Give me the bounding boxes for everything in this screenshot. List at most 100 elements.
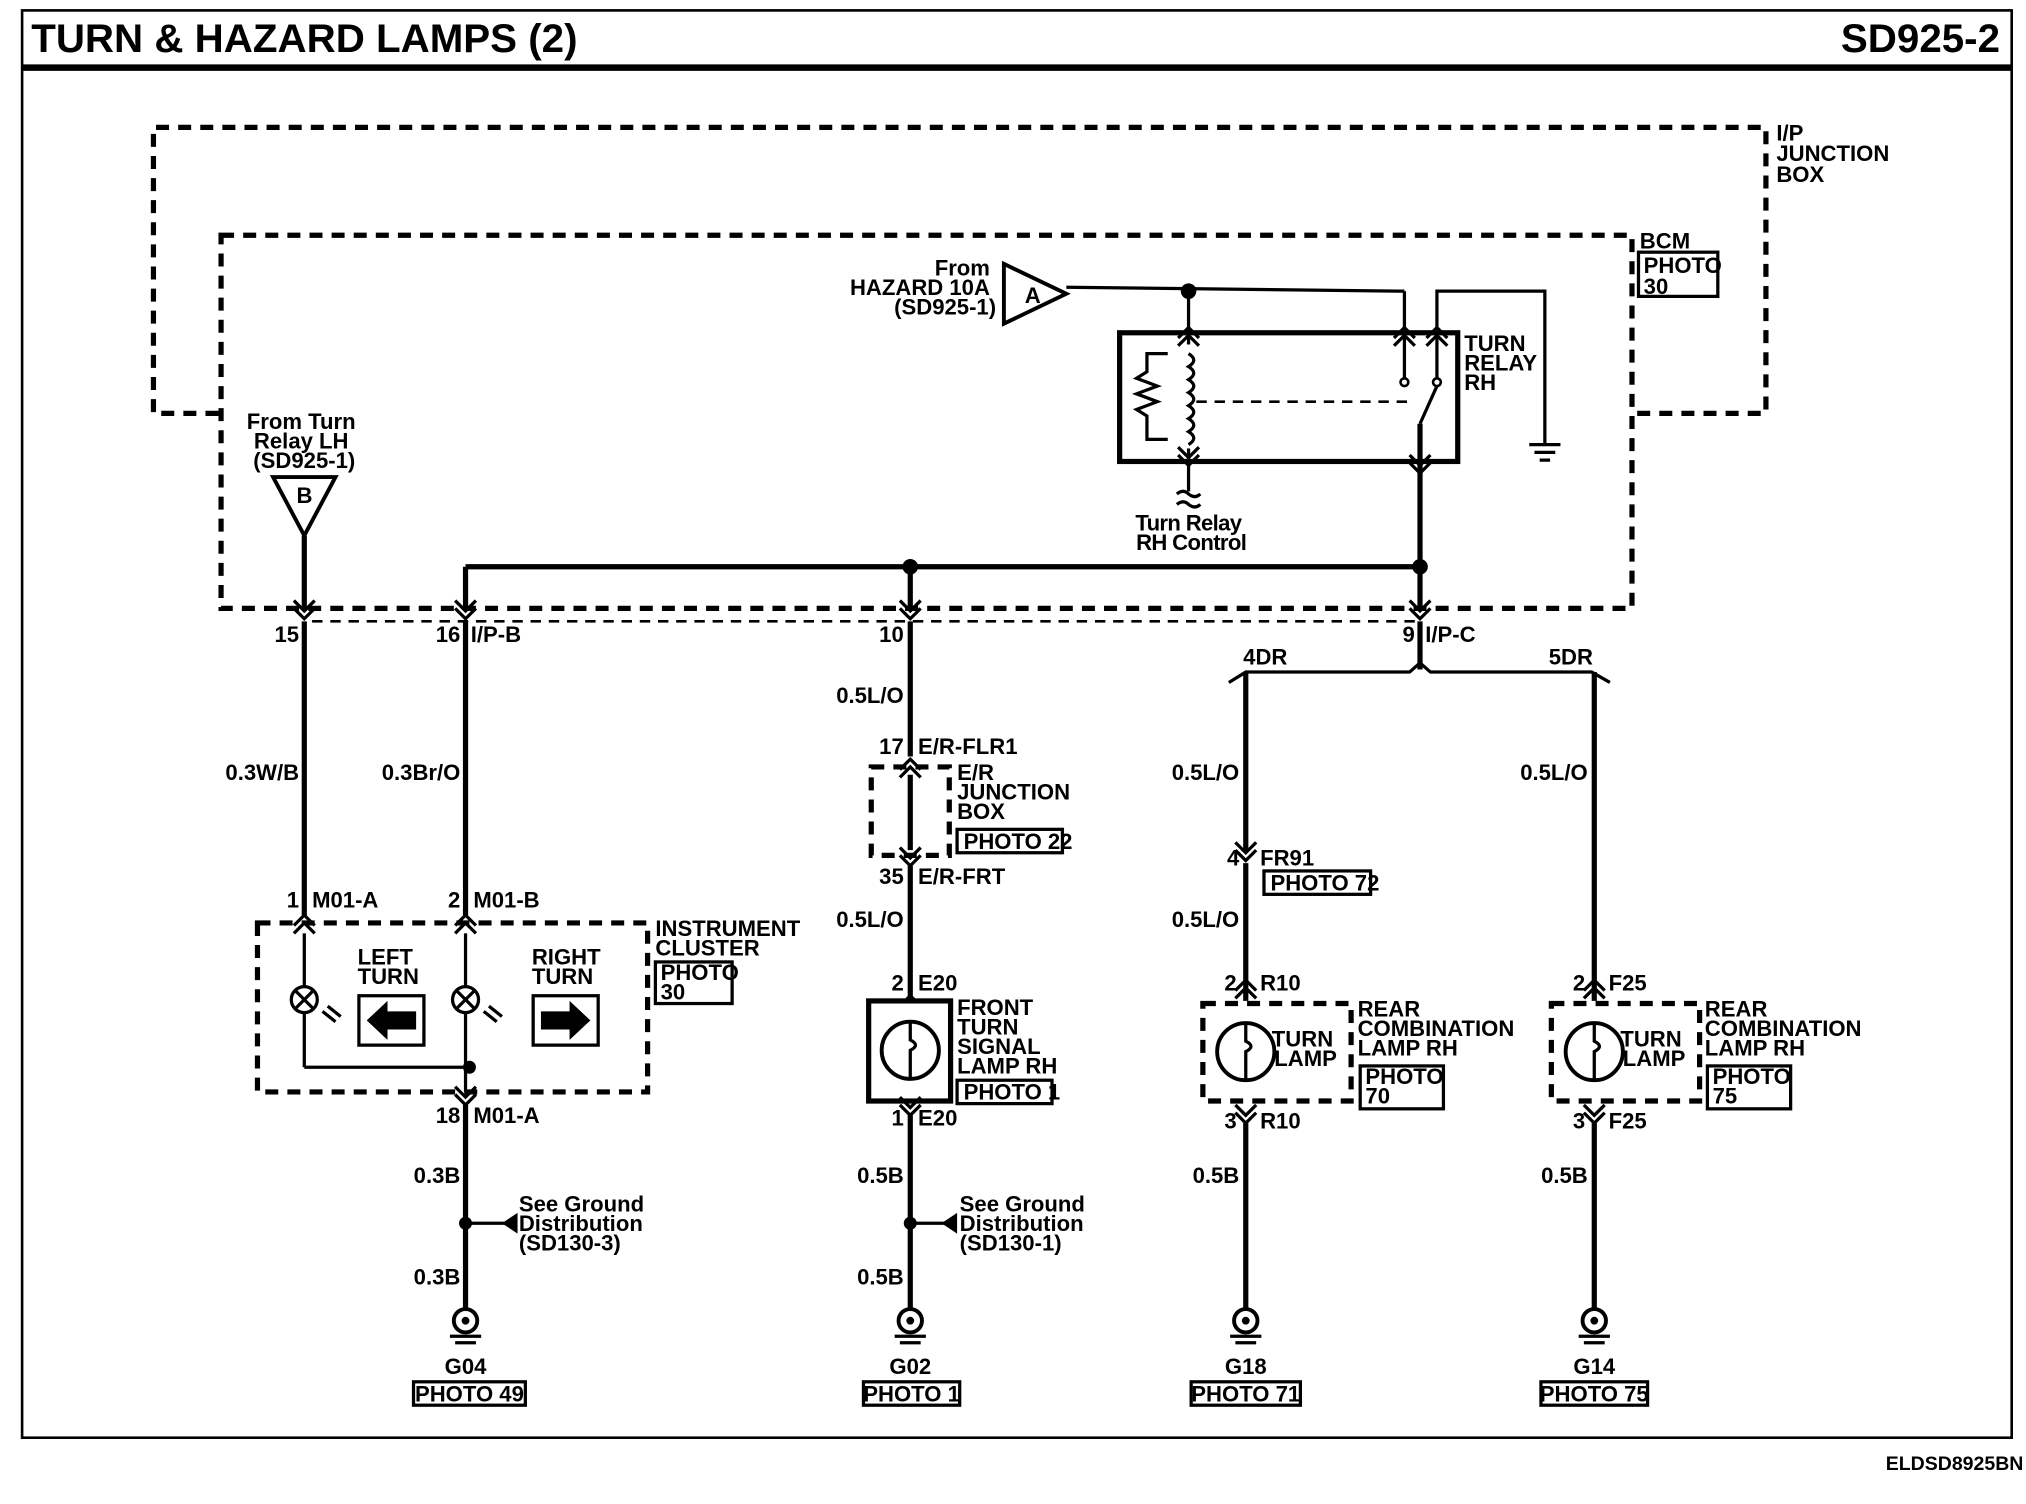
relay-coil	[1185, 352, 1196, 446]
ground-distribution-2: See Ground Distribution (SD130-1)	[960, 1192, 1091, 1256]
wire-label-g4: 0.5B	[1541, 1163, 1588, 1188]
wire-label-w5: 0.5L/O	[1520, 760, 1588, 785]
ground-g02-id: G02	[889, 1354, 931, 1379]
cluster-pin-1	[292, 912, 316, 935]
cluster-photo-box	[653, 960, 734, 1006]
ground-g02-photo: PHOTO 1	[863, 1381, 960, 1406]
relay-pin-bottom-right	[1408, 453, 1432, 476]
front-lamp-pin-1-connector: E20	[918, 1106, 957, 1131]
ground-g14-photo: PHOTO 75	[1540, 1381, 1649, 1406]
page-code: SD925-2	[1841, 16, 2000, 61]
wire-label-w4b: 0.5L/O	[1172, 907, 1240, 932]
fr91-photo-label: PHOTO 72	[1270, 870, 1379, 895]
rear-5dr-pin-2	[1582, 977, 1606, 1000]
connector-a-triangle	[1001, 260, 1071, 327]
ip-pin-15-label: 15	[275, 622, 300, 647]
bcm-photo-label: PHOTO 30	[1644, 253, 1728, 299]
rear-5dr-bulb-filament	[1592, 1023, 1602, 1081]
wire-label-g1a: 0.3B	[414, 1163, 461, 1188]
rear-4dr-pin-3-connector: R10	[1260, 1108, 1301, 1133]
turn-relay-rh-label: TURN RELAY RH	[1464, 331, 1543, 395]
ip-pin-10-label: 10	[879, 622, 904, 647]
right-turn-led-cross	[455, 989, 476, 1010]
ground-g18-center	[1241, 1316, 1250, 1325]
front-lamp-pin-1-number: 1	[891, 1106, 903, 1131]
relay-pin-bottom-left	[1176, 446, 1201, 468]
rear-4dr-lamp-label: REAR COMBINATION LAMP RH	[1358, 997, 1521, 1061]
ground-g18-photo: PHOTO 71	[1191, 1381, 1300, 1406]
bcm-label: BCM	[1640, 228, 1690, 253]
variant-5dr-label: 5DR	[1549, 644, 1593, 669]
ip-junction-box-label: I/P JUNCTION BOX	[1776, 120, 1895, 187]
turn-relay-control-label: Turn Relay RH Control	[1135, 510, 1247, 554]
er-pin-35-connector: E/R-FRT	[918, 864, 1006, 889]
ground-g18-id: G18	[1225, 1354, 1267, 1379]
cluster-pin-18-connector: M01-A	[473, 1103, 539, 1128]
ground-g14-id: G14	[1573, 1354, 1615, 1379]
left-turn-label: LEFT TURN	[358, 945, 419, 989]
cluster-photo-label: PHOTO 30	[661, 960, 745, 1004]
er-photo-label: PHOTO 22	[964, 829, 1073, 854]
ground-g04-photo-box	[411, 1380, 527, 1407]
rear-5dr-pin-3-number: 3	[1573, 1108, 1585, 1133]
front-lamp-pin-2-number: 2	[891, 971, 903, 996]
relay-pin-top-right-b	[1425, 325, 1449, 347]
front-lamp-pin-2-connector: E20	[918, 971, 957, 996]
rear-5dr-pin-3-connector: F25	[1609, 1108, 1647, 1133]
relay-resistor	[1131, 351, 1168, 441]
ground-g02-center	[906, 1316, 915, 1325]
rear-5dr-photo-label: PHOTO 75	[1713, 1064, 1797, 1108]
wire-label-g3: 0.5B	[1193, 1163, 1240, 1188]
ip-pin-16	[453, 599, 478, 622]
right-turn-led-rays	[482, 1004, 503, 1024]
relay-switch-blade	[1418, 385, 1439, 425]
connector-b-letter: B	[296, 483, 312, 508]
ground-g02-photo-box	[861, 1380, 962, 1407]
footer-code: ELDSD8925BN	[1886, 1453, 2024, 1475]
front-lamp-photo-label: PHOTO 1	[964, 1080, 1061, 1105]
cluster-pin-18-number: 18	[436, 1103, 461, 1128]
er-junction-box-outline	[868, 764, 952, 858]
ip-pin-16-label: 16	[436, 622, 461, 647]
ground-g02: G02 PHOTO 1	[861, 1307, 962, 1407]
ground-g04-center	[461, 1316, 470, 1325]
fr91-connector: FR91	[1260, 846, 1314, 871]
wire-label-w2: 0.3Br/O	[382, 760, 461, 785]
ground-g04-photo: PHOTO 49	[415, 1381, 524, 1406]
right-turn-label: RIGHT TURN	[532, 945, 607, 989]
ground-splice-2-arrow	[941, 1212, 958, 1234]
relay-pin-top-right-a	[1392, 325, 1416, 347]
ip-pin-15	[292, 599, 316, 622]
bcm-outline	[218, 232, 1635, 611]
fr91-pin	[1234, 841, 1258, 863]
left-turn-led-rays	[321, 1004, 342, 1024]
ip-pin-10	[898, 599, 922, 622]
ip-connector-b-label: I/P-B	[471, 622, 521, 647]
wire-label-w4a: 0.5L/O	[1172, 760, 1240, 785]
left-turn-led-cross	[294, 989, 315, 1010]
er-pin-17-number: 17	[879, 734, 904, 759]
ip-pin-9-label: 9	[1403, 622, 1415, 647]
ground-splice-2	[903, 1216, 917, 1230]
ground-g18-bars	[1230, 1334, 1262, 1345]
relay-contact-point-2	[1431, 376, 1443, 388]
wire-label-g2a: 0.5B	[857, 1163, 904, 1188]
ground-g14: G14 PHOTO 75	[1539, 1307, 1650, 1407]
hazard-feed-wire	[1066, 285, 1405, 293]
rear-5dr-pin-2-number: 2	[1573, 971, 1585, 996]
diagram-frame	[20, 9, 2013, 1440]
front-lamp-label: FRONT TURN SIGNAL LAMP RH	[957, 995, 1057, 1078]
connector-b-source: From Turn Relay LH (SD925-1)	[247, 409, 362, 473]
er-pin-35-number: 35	[879, 864, 904, 889]
rear-5dr-pin-3	[1582, 1103, 1606, 1126]
rear-5dr-lamp-label: REAR COMBINATION LAMP RH	[1705, 997, 1868, 1061]
ground-g04-bars	[449, 1334, 482, 1345]
right-arrow-icon	[540, 1000, 591, 1040]
ground-g14-center	[1590, 1316, 1599, 1325]
fr91-photo-box	[1262, 869, 1373, 896]
cluster-pin-1-number: 1	[287, 887, 299, 912]
turn-relay-rh-body	[1117, 330, 1461, 465]
page-title: TURN & HAZARD LAMPS (2)	[31, 16, 577, 61]
connector-b-triangle	[269, 475, 339, 540]
rear-4dr-pin-2	[1234, 977, 1258, 1000]
